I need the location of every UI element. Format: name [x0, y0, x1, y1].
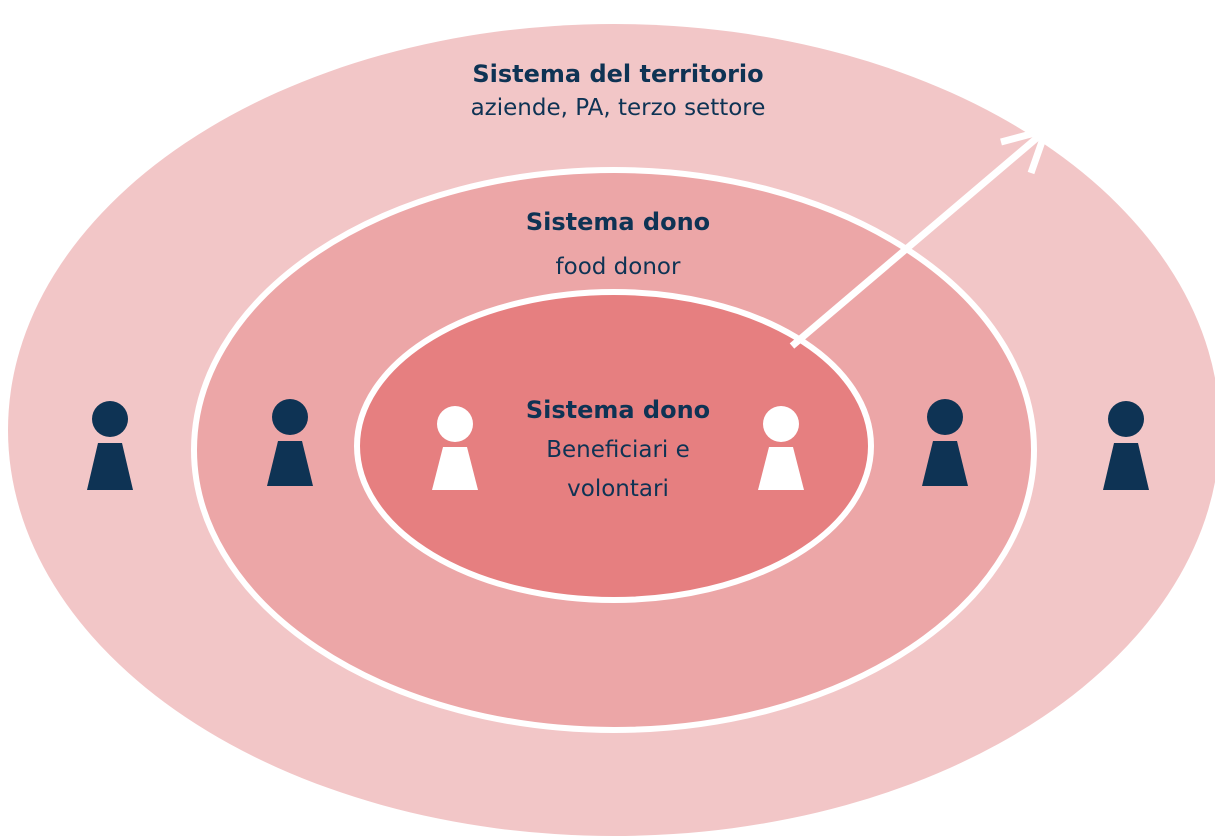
outer-ring-title: Sistema del territorio [472, 60, 763, 88]
person-icon [87, 401, 133, 490]
inner-ring-subtitle-line2: volontari [567, 476, 669, 502]
person-icon [922, 399, 968, 486]
middle-ring-title: Sistema dono [526, 208, 710, 236]
person-icon [1103, 401, 1149, 490]
person-icon [758, 406, 804, 490]
inner-ring-title: Sistema dono [526, 396, 710, 424]
middle-ring-subtitle: food donor [556, 254, 681, 280]
outer-ring-subtitle: aziende, PA, terzo settore [471, 95, 766, 121]
inner-ring [354, 289, 874, 603]
arrow-icon [789, 124, 1052, 349]
person-icon [432, 406, 478, 490]
inner-ring-subtitle-line1: Beneficiari e [546, 437, 690, 463]
person-icon [267, 399, 313, 486]
